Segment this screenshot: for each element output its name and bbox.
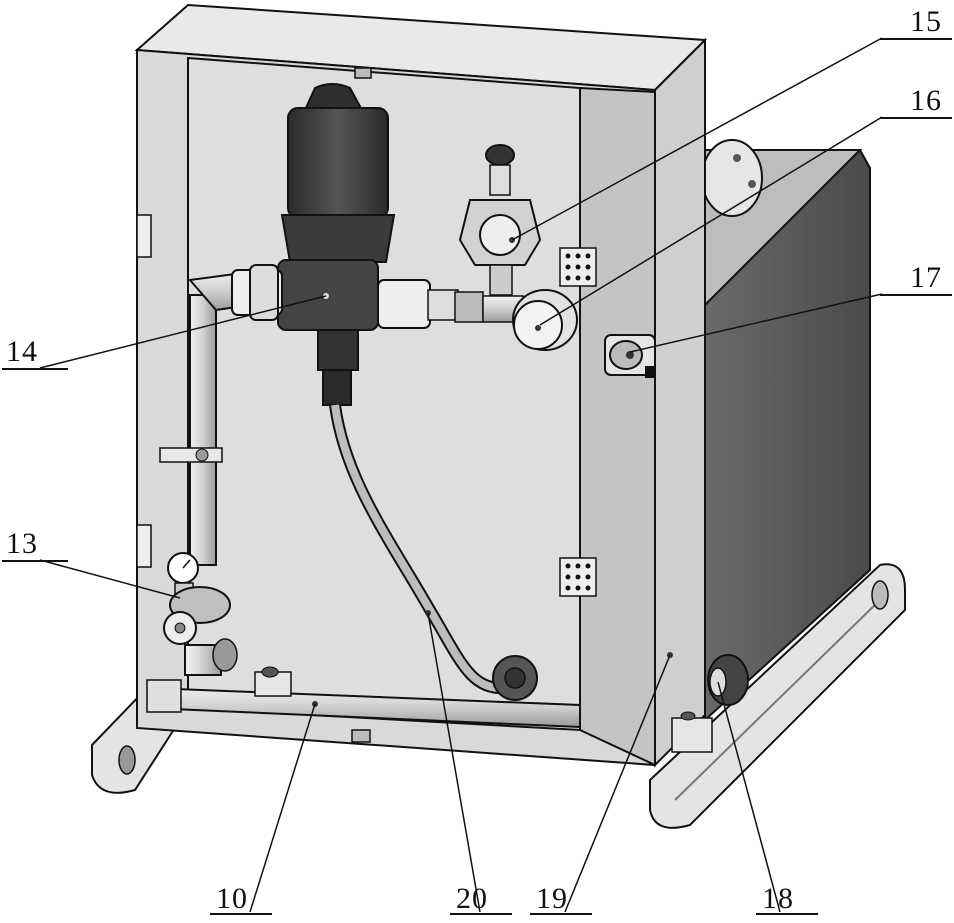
outlet-fitting: [671, 654, 749, 753]
valve-assembly: [458, 144, 542, 296]
underline-20: [450, 913, 512, 915]
dosing-pump: [277, 83, 396, 406]
underline-19: [530, 913, 592, 915]
leader-lines: [39, 37, 883, 913]
leader-16: [539, 116, 883, 326]
underline-14: [2, 368, 68, 370]
pressure-regulator: [163, 552, 238, 676]
underline-13: [2, 560, 68, 562]
hinge: [559, 247, 597, 287]
underline-17: [880, 294, 952, 296]
pump-unions: [231, 264, 524, 329]
leader-15: [511, 37, 883, 241]
callout-19: 19: [536, 882, 568, 915]
leader-19: [564, 654, 671, 913]
underline-10: [210, 913, 272, 915]
callout-20: 20: [456, 882, 488, 915]
leader-10: [249, 703, 316, 913]
hose: [329, 404, 538, 701]
underline-18: [756, 913, 818, 915]
callout-10: 10: [216, 882, 248, 915]
leader-20: [427, 612, 481, 913]
leader-18: [717, 681, 781, 913]
underline-15: [880, 38, 952, 40]
callout-16: 16: [910, 84, 942, 117]
callout-15: 15: [910, 5, 942, 38]
pipe-clamp: [159, 447, 223, 463]
right-base-rail: [649, 563, 906, 829]
hinge: [559, 557, 597, 597]
leader-17: [629, 293, 883, 353]
leader-14: [39, 295, 327, 369]
callout-14: 14: [6, 335, 38, 368]
leader-13: [39, 559, 181, 599]
side-fitting: [604, 334, 656, 378]
elbow-fitting: [512, 289, 578, 351]
tank: [701, 139, 871, 723]
tank-lid: [701, 139, 763, 217]
callout-18: 18: [762, 882, 794, 915]
callout-17: 17: [910, 261, 942, 294]
bottom-pipe: [146, 666, 581, 729]
underline-16: [880, 117, 952, 119]
hinge: [136, 524, 152, 568]
hinge: [136, 214, 152, 258]
callout-13: 13: [6, 527, 38, 560]
